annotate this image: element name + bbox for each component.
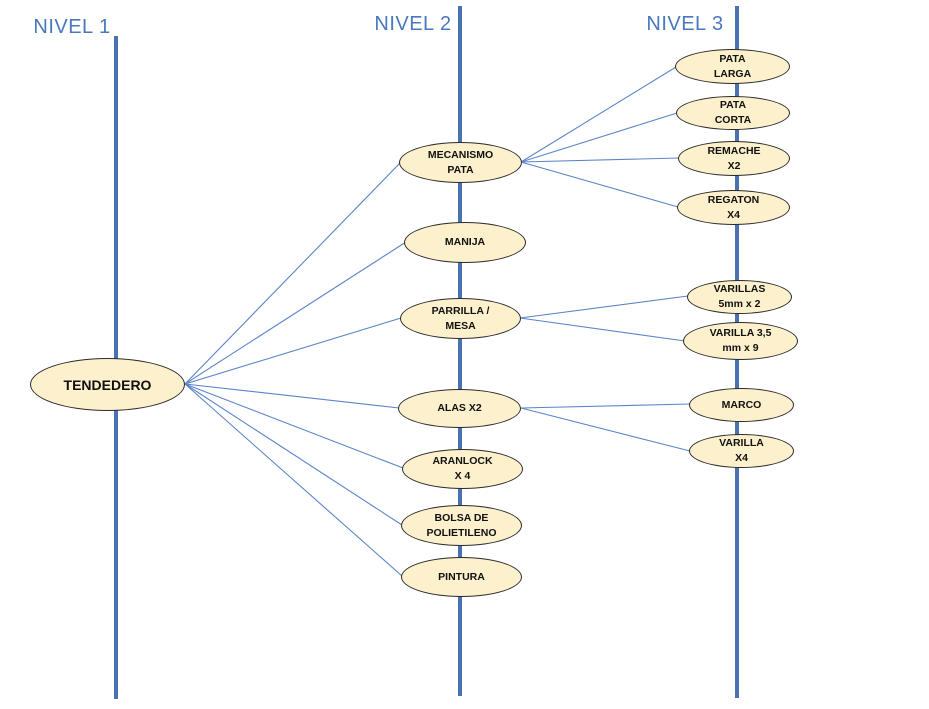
- node-bolsa-polietileno: BOLSA DE POLIETILENO: [401, 505, 522, 546]
- node-marco: MARCO: [689, 388, 794, 422]
- level-3-title: NIVEL 3: [646, 13, 724, 35]
- node-pata-corta: PATA CORTA: [676, 96, 790, 130]
- level-1-title: NIVEL 1: [33, 16, 111, 38]
- node-alas: ALAS X2: [398, 389, 521, 428]
- link-mecanismo-pata-corta: [520, 112, 678, 163]
- link-root-pintura: [184, 383, 403, 577]
- link-mecanismo-regaton: [520, 161, 679, 208]
- link-root-manija: [184, 241, 407, 385]
- link-mecanismo-pata-larga: [520, 66, 677, 163]
- link-root-aranlock: [184, 383, 404, 469]
- link-root-alas: [184, 383, 400, 409]
- link-alas-marco: [520, 403, 691, 409]
- node-varilla-x4: VARILLA X4: [689, 434, 794, 468]
- node-pata-larga: PATA LARGA: [675, 49, 790, 84]
- node-remache: REMACHE X2: [678, 141, 790, 176]
- node-mecanismo-pata: MECANISMO PATA: [399, 142, 522, 183]
- level-2-axis: [458, 6, 462, 696]
- node-parrilla-mesa: PARRILLA / MESA: [400, 298, 521, 339]
- node-manija: MANIJA: [404, 222, 526, 263]
- node-varilla-3-5mm: VARILLA 3,5 mm x 9: [683, 322, 798, 360]
- level-2-title: NIVEL 2: [374, 13, 452, 35]
- node-varillas-5mm: VARILLAS 5mm x 2: [687, 280, 792, 314]
- link-alas-varilla-x4: [520, 407, 691, 452]
- node-tendedero: TENDEDERO: [30, 358, 185, 411]
- link-parrilla-varillas: [519, 295, 689, 319]
- link-root-mecanismo: [184, 161, 402, 385]
- link-root-bolsa: [184, 383, 403, 526]
- link-root-parrilla: [184, 317, 402, 385]
- node-regaton: REGATON X4: [677, 190, 790, 225]
- link-mecanismo-remache: [520, 157, 680, 163]
- node-pintura: PINTURA: [401, 557, 522, 597]
- node-aranlock: ARANLOCK X 4: [402, 449, 523, 489]
- link-parrilla-varilla35: [519, 317, 686, 342]
